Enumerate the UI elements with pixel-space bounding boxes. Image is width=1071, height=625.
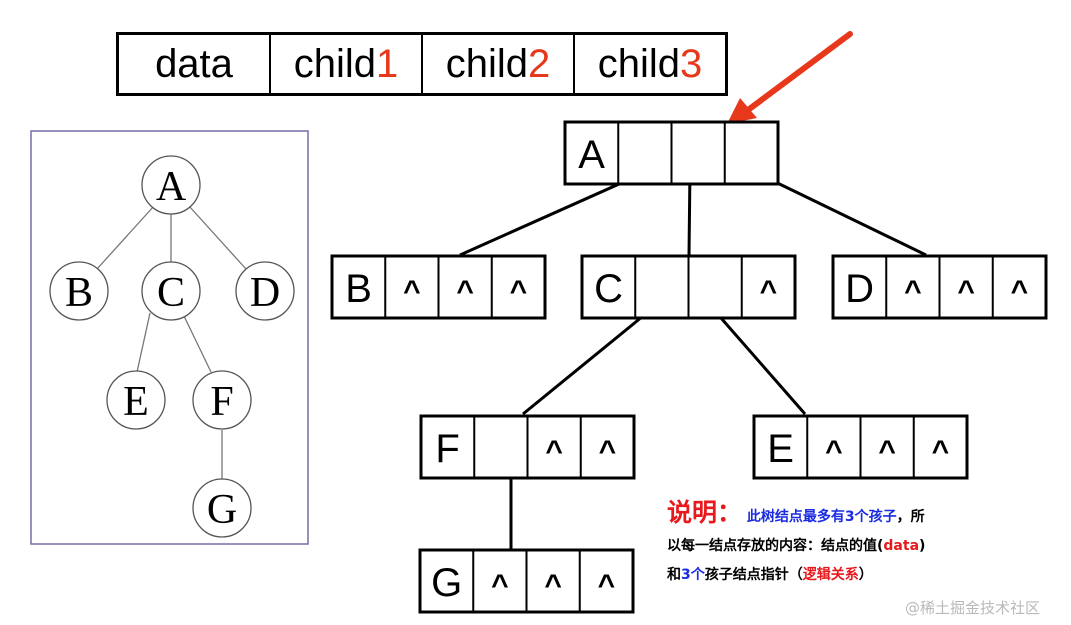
pointer-a-d	[762, 174, 927, 257]
tree-node-c: C	[141, 261, 201, 321]
record-c-data: C	[594, 267, 623, 311]
record-f-child-3-pointer: ^	[599, 435, 617, 468]
tree-node-e-label: E	[123, 379, 149, 425]
record-e-child-1-pointer: ^	[825, 435, 843, 468]
record-c: C^	[580, 254, 797, 320]
note-title: 说明：	[667, 498, 743, 527]
note-line1-end: ，所	[896, 509, 925, 525]
tree-node-d-label: D	[250, 270, 280, 316]
tree-node-g-label: G	[207, 487, 237, 533]
record-d-child-3-pointer: ^	[1011, 275, 1029, 308]
note-line2-end: )	[919, 538, 926, 554]
records-layer: AB^^^C^D^^^F^^E^^^G^^^	[330, 120, 1048, 614]
note-line3-end: ）	[858, 567, 873, 583]
record-g: G ^ ^ ^	[418, 548, 635, 614]
tree-node-c-label: C	[157, 270, 185, 316]
note-line-2: 以每一结点存放的内容：结点的值(data)	[667, 532, 1062, 561]
note-line3-start: 和	[667, 567, 681, 583]
header-cell-data: data	[119, 35, 271, 93]
note-line2-start: 以每一结点存放的内容：结点的值(	[667, 538, 884, 554]
tree-node-b-label: B	[65, 270, 93, 316]
record-e: E ^ ^ ^	[752, 414, 969, 480]
record-g-child-2-pointer: ^	[544, 569, 562, 602]
record-b-data: B	[345, 267, 372, 311]
record-e-data: E	[767, 427, 794, 471]
tree-node-e: E	[106, 370, 166, 430]
record-d-child-2-pointer: ^	[957, 275, 975, 308]
header-child3-number: 3	[680, 41, 703, 86]
tree-node-b: B	[49, 261, 109, 321]
record-a: A	[563, 120, 780, 186]
record-d-data: D	[845, 267, 874, 311]
tree-edge-c-e	[136, 312, 151, 373]
record-b-child-3-pointer: ^	[510, 275, 528, 308]
record-g-data: G	[431, 561, 462, 605]
header-child2-number: 2	[528, 41, 551, 86]
header-child1-text: child	[293, 41, 376, 86]
record-b-child-2-pointer: ^	[456, 275, 474, 308]
record-c-child-3-pointer: ^	[760, 275, 778, 308]
tree-node-a: A	[141, 155, 201, 215]
red-arrow	[727, 31, 853, 124]
header-data-text: data	[155, 41, 233, 86]
header-child2-text: child	[445, 41, 528, 86]
tree-node-g: G	[192, 478, 252, 538]
record-d-child-1-pointer: ^	[904, 275, 922, 308]
record-f-data: F	[435, 427, 459, 471]
header-child1-number: 1	[376, 41, 399, 86]
note-data-word: data	[883, 538, 920, 554]
note-max-children: 此树结点最多有3个孩子	[746, 509, 897, 525]
record-b: B ^ ^ ^	[330, 254, 547, 320]
tree-edge-a-b	[96, 205, 155, 270]
header-child3-text: child	[597, 41, 680, 86]
record-e-child-2-pointer: ^	[878, 435, 896, 468]
record-f-child-2-pointer: ^	[545, 435, 563, 468]
tree-edge-c-f	[183, 315, 212, 373]
tree-edge-a-d	[188, 205, 247, 270]
tree-node-f-label: F	[210, 379, 233, 425]
watermark: @稀土掘金技术社区	[905, 599, 1041, 617]
record-g-child-1-pointer: ^	[491, 569, 509, 602]
note-three-count: 3个	[681, 567, 705, 583]
record-f: F ^ ^	[419, 414, 636, 480]
note-line-3: 和3个孩子结点指针（逻辑关系）	[667, 561, 1062, 590]
record-g-child-3-pointer: ^	[598, 569, 616, 602]
tree-edges	[96, 205, 247, 480]
pointer-a-b	[459, 174, 638, 257]
tree-node-a-label: A	[156, 164, 187, 210]
note-line3-mid: 孩子结点指针（	[704, 567, 803, 583]
note-line-1: 说明： 此树结点最多有3个孩子，所	[667, 498, 1062, 532]
note-logic-relation: 逻辑关系	[802, 567, 859, 583]
tree-node-f: F	[192, 370, 252, 430]
tree-node-d: D	[235, 261, 295, 321]
record-b-child-1-pointer: ^	[403, 275, 421, 308]
record-a-data: A	[578, 133, 605, 177]
record-d: D ^ ^ ^	[831, 254, 1048, 320]
record-e-child-3-pointer: ^	[932, 435, 950, 468]
explanation-note: 说明： 此树结点最多有3个孩子，所 以每一结点存放的内容：结点的值(data) …	[667, 498, 1062, 590]
pointer-lines	[459, 167, 927, 550]
